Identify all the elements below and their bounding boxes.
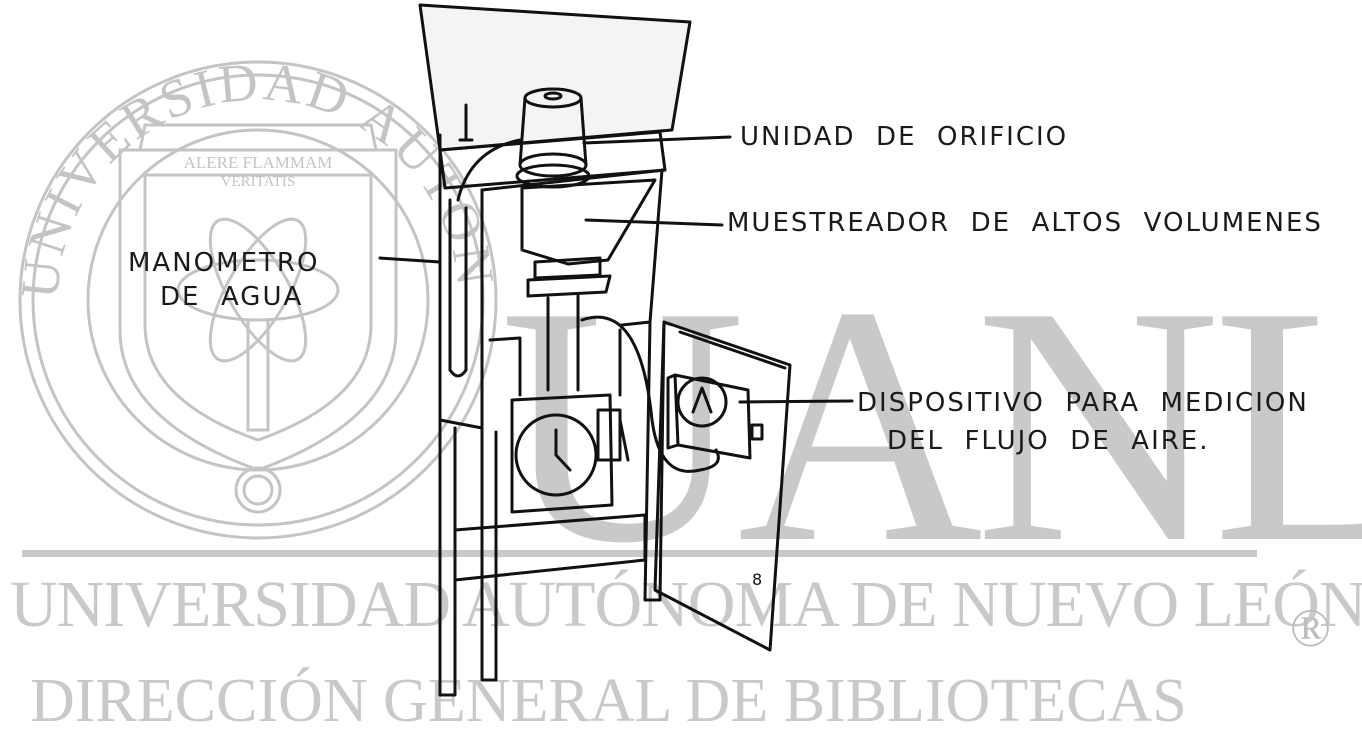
label-manometer-line2: DE AGUA bbox=[160, 282, 304, 312]
sampler-hopper bbox=[520, 178, 657, 266]
registered-mark: ® bbox=[1290, 598, 1332, 658]
enclosure-door bbox=[653, 320, 792, 652]
label-manometer-line1: MANOMETRO bbox=[128, 248, 320, 278]
seal-motto-1: ALERE FLAMMAM bbox=[184, 153, 333, 172]
svg-text:8: 8 bbox=[752, 570, 762, 589]
leader-sampler bbox=[584, 218, 724, 227]
watermark-direccion: DIRECCIÓN GENERAL DE BIBLIOTECAS bbox=[30, 667, 1187, 735]
timer-box bbox=[510, 393, 614, 514]
label-flow-device-line1: DISPOSITIVO PARA MEDICION bbox=[857, 388, 1309, 418]
leader-orifice bbox=[582, 135, 732, 145]
seal-emblem bbox=[18, 60, 498, 540]
label-orifice-unit: UNIDAD DE ORIFICIO bbox=[740, 122, 1069, 152]
shelter-lid bbox=[418, 3, 692, 152]
flow-meter-device bbox=[666, 373, 764, 460]
label-flow-device-line2: DEL FLUJO DE AIRE. bbox=[887, 426, 1210, 456]
watermark-rule bbox=[22, 550, 1257, 557]
label-high-volume-sampler: MUESTREADOR DE ALTOS VOLUMENES bbox=[727, 208, 1323, 238]
orifice-unit bbox=[515, 87, 591, 189]
leader-flow-device bbox=[738, 399, 854, 404]
leader-manometer bbox=[378, 256, 442, 264]
callout-leaders bbox=[378, 135, 854, 404]
manometer-tube bbox=[448, 198, 468, 378]
seal-motto-2: VERITATIS bbox=[221, 174, 296, 190]
